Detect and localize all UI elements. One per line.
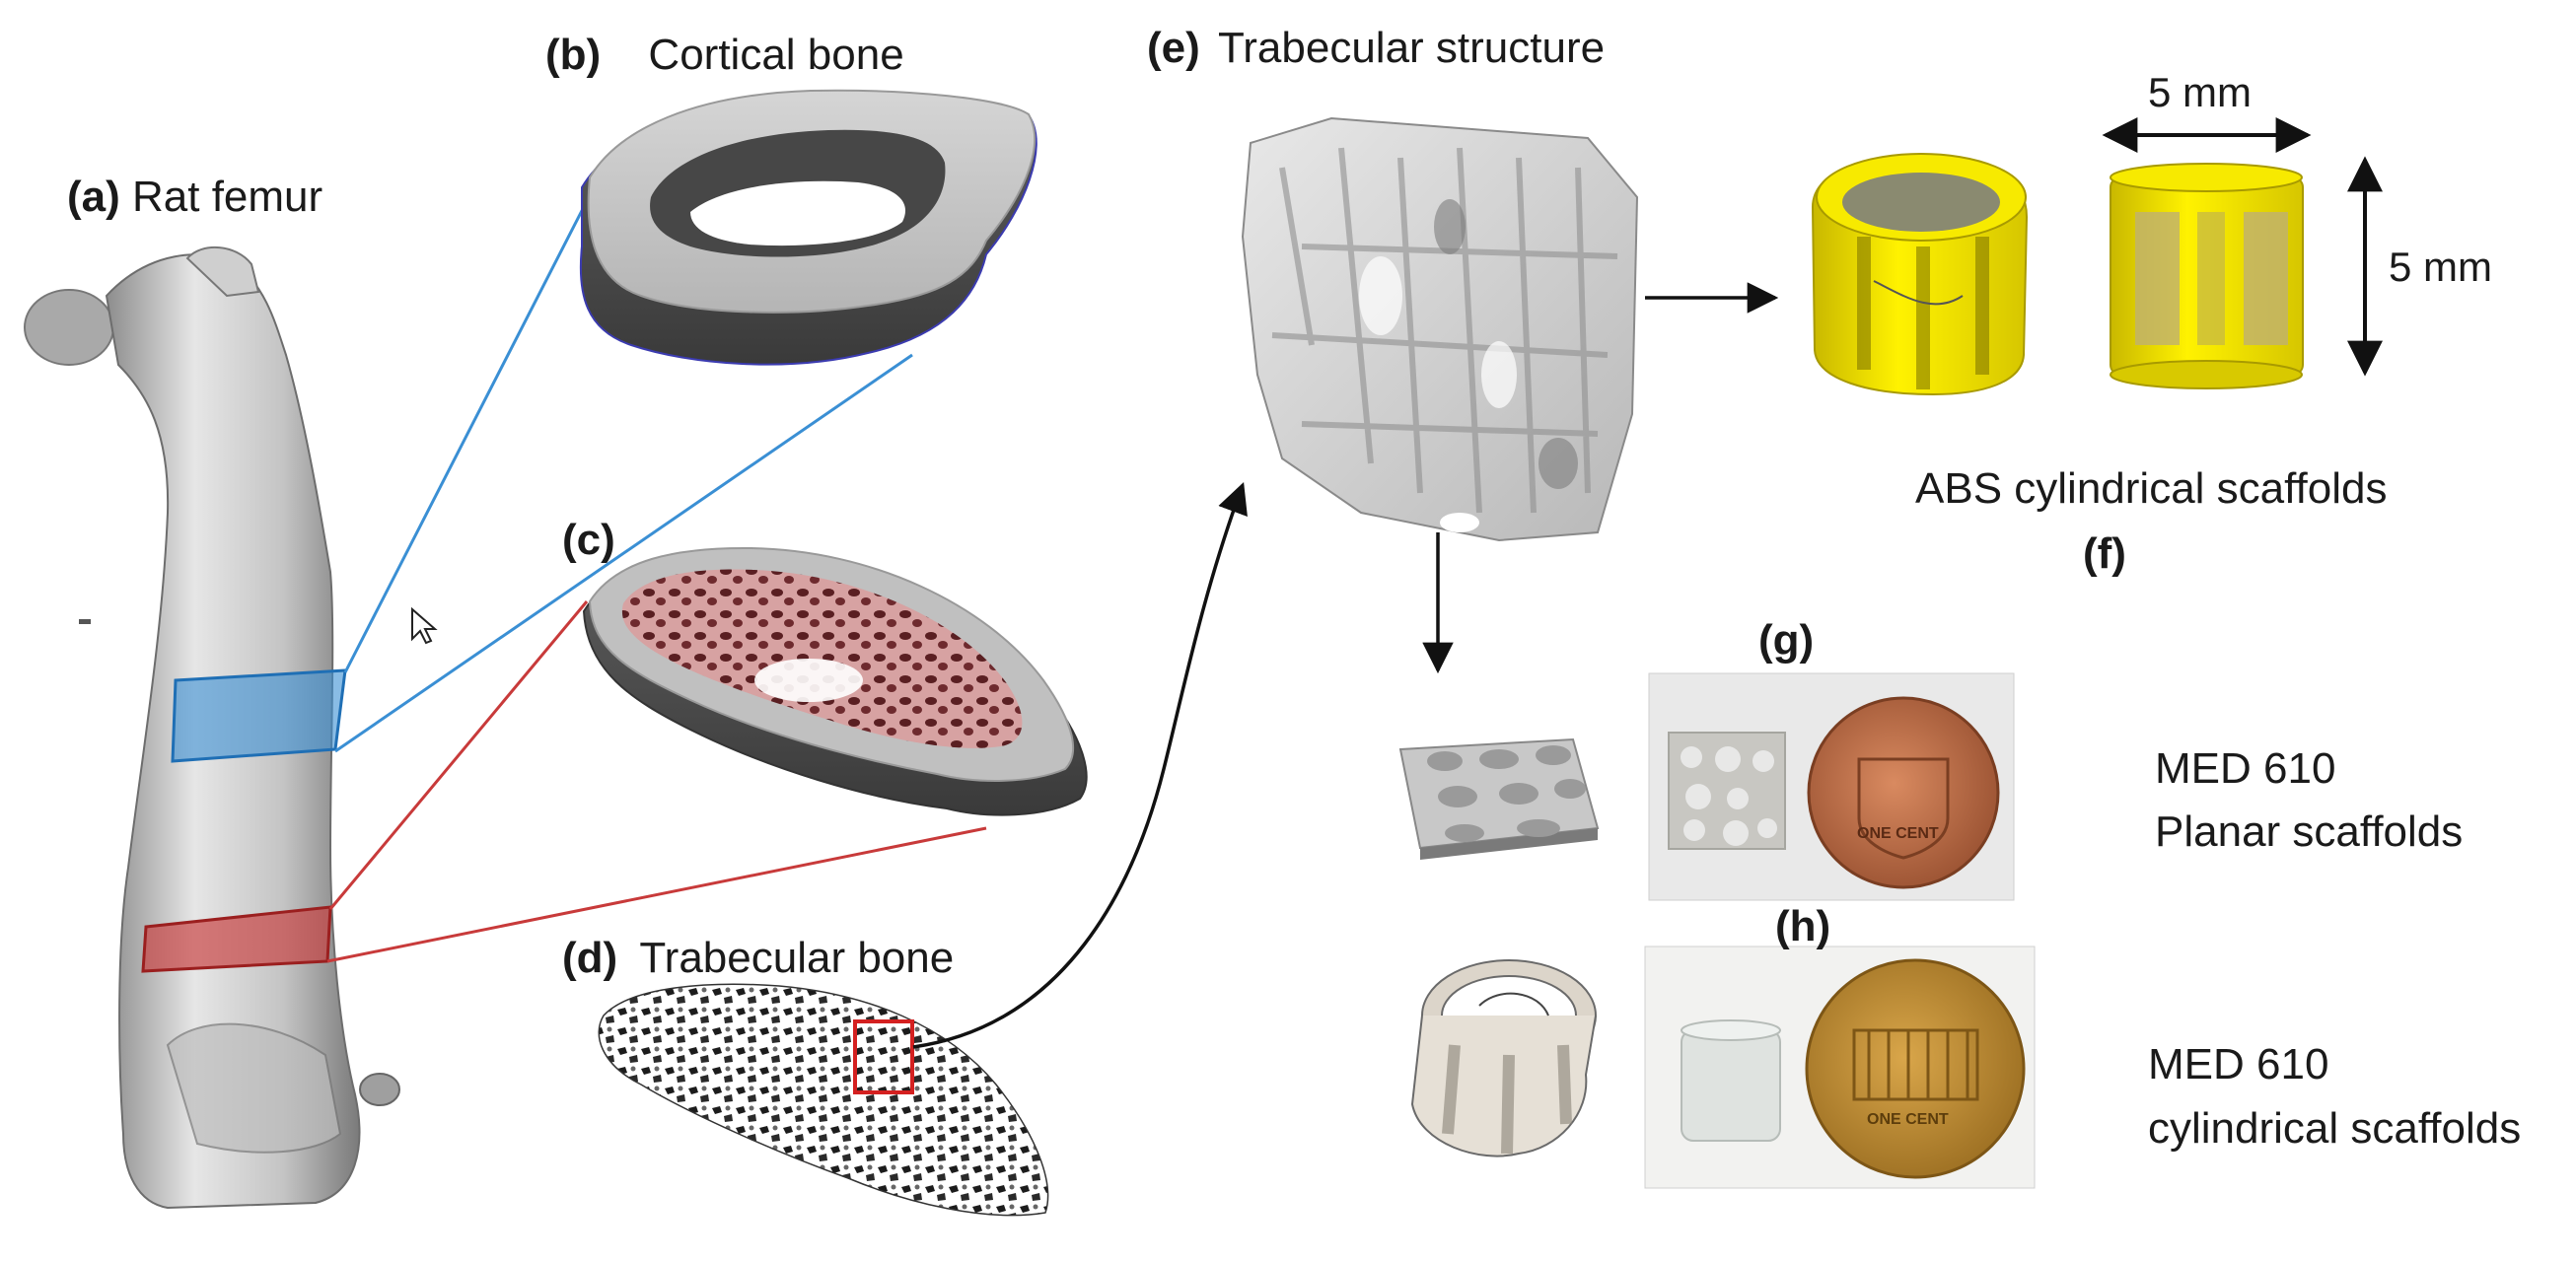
- panel-g-letter: (g): [1758, 616, 1815, 665]
- planar-caption-line2: Planar scaffolds: [2155, 807, 2464, 856]
- abs-scaffolds-caption: ABS cylindrical scaffolds: [1915, 464, 2388, 513]
- panel-e-title: Trabecular structure: [1218, 24, 1606, 72]
- panel-a-title: Rat femur: [132, 173, 323, 221]
- med610-cylindrical-render: [1410, 959, 1597, 1157]
- panel-d-title: Trabecular bone: [639, 934, 955, 982]
- panel-f-letter: (f): [2083, 529, 2126, 578]
- panel-a-label: (a) Rat femur: [67, 175, 322, 219]
- penny-text-cylindrical: ONE CENT: [1867, 1111, 1949, 1128]
- panel-b-title: Cortical bone: [648, 31, 904, 79]
- med610-planar-render: [1398, 737, 1600, 860]
- trabecular-structure-render: [1241, 116, 1639, 542]
- cross-section-render: [582, 546, 1088, 816]
- d-to-e-arrow: [912, 482, 1248, 1049]
- panel-a-letter: (a): [67, 173, 120, 221]
- panel-e-letter: (e): [1147, 24, 1200, 72]
- cortical-bone-render: [579, 89, 1038, 366]
- panel-d-letter: (d): [562, 934, 618, 982]
- panel-d-label: (d) Trabecular bone: [562, 937, 954, 980]
- trabecular-bone-render: [598, 983, 1049, 1217]
- panel-b-letter: (b): [545, 31, 602, 79]
- rat-femur-render: [24, 246, 438, 1210]
- cylindrical-caption-line1: MED 610: [2148, 1040, 2329, 1088]
- abs-scaffold-angled: [1811, 153, 2029, 396]
- med610-planar-photo: [1648, 672, 2015, 901]
- cortical-projection-lines: [334, 196, 913, 753]
- panel-b-label: (b) Cortical bone: [545, 34, 904, 77]
- panel-c-letter: (c): [562, 516, 615, 564]
- panel-e-label: (e) Trabecular structure: [1147, 27, 1605, 70]
- panel-h-letter: (h): [1775, 902, 1831, 950]
- penny-text-planar: ONE CENT: [1857, 825, 1939, 842]
- height-dimension-label: 5 mm: [2389, 244, 2492, 290]
- abs-scaffold-side: [2110, 163, 2304, 389]
- planar-caption-line1: MED 610: [2155, 744, 2336, 793]
- med610-cylindrical-photo: [1644, 946, 2036, 1189]
- trabecular-projection-lines: [326, 600, 987, 963]
- width-dimension-label: 5 mm: [2148, 69, 2252, 115]
- cylindrical-caption-line2: cylindrical scaffolds: [2148, 1104, 2522, 1153]
